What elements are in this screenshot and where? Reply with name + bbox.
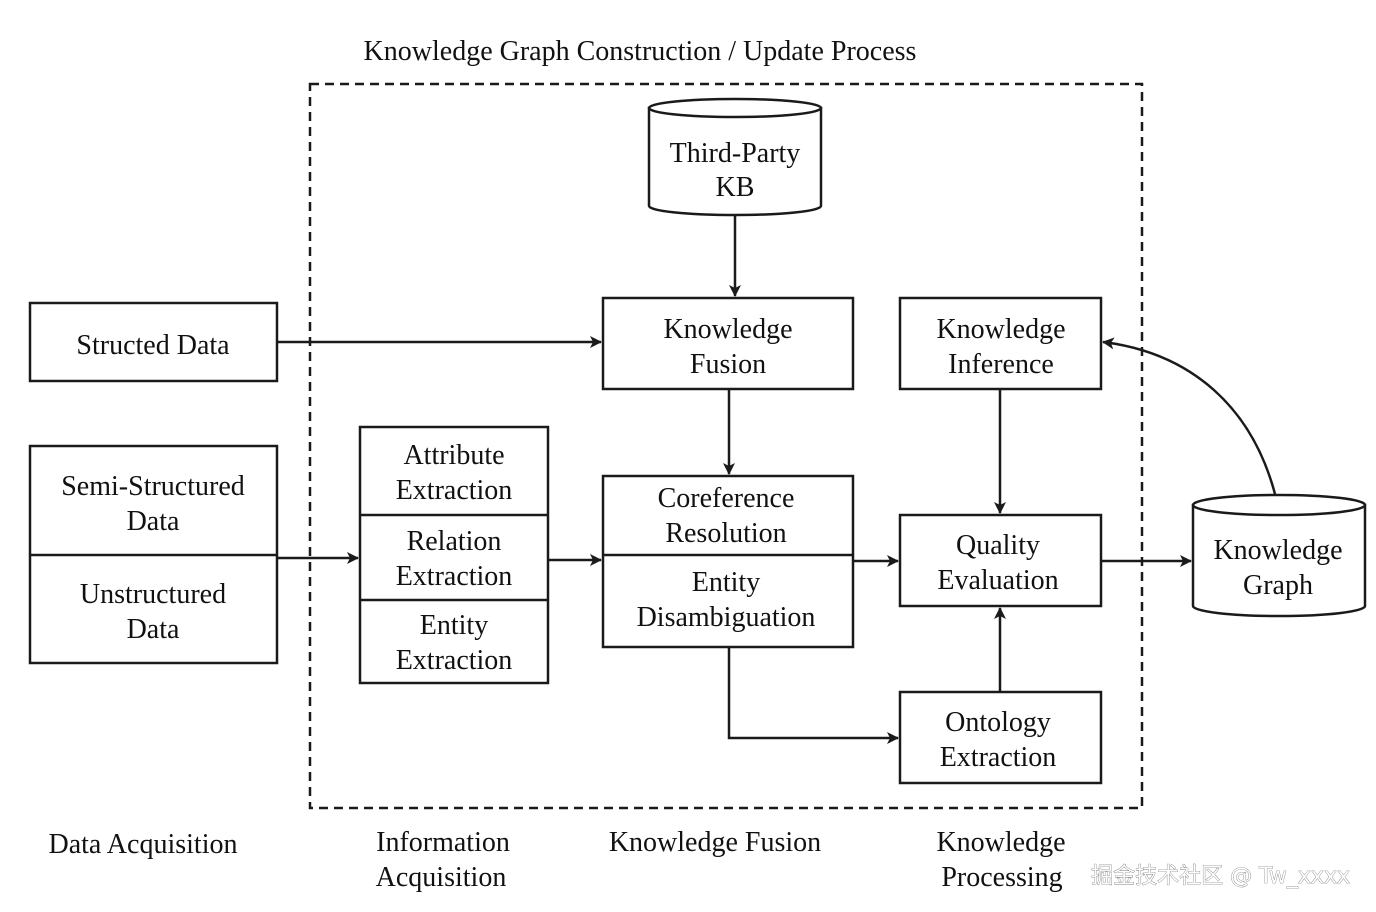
semi-structured-label-line2: Data bbox=[127, 506, 180, 537]
quality-evaluation-label-line1: Quality bbox=[956, 530, 1040, 561]
ontology-extraction-label-line2: Extraction bbox=[940, 742, 1057, 773]
quality-evaluation-label-line2: Evaluation bbox=[937, 565, 1058, 596]
knowledge-fusion-label-line1: Knowledge bbox=[663, 314, 792, 345]
unstructured-label-line2: Data bbox=[127, 614, 180, 645]
entity-extraction-line1: Entity bbox=[420, 610, 488, 641]
semi-unstructured-data-box: Semi-Structured Data Unstructured Data bbox=[28, 444, 279, 665]
semi-structured-label-line1: Semi-Structured bbox=[61, 471, 245, 502]
diagram-title: Knowledge Graph Construction / Update Pr… bbox=[364, 36, 917, 67]
knowledge-fusion-box: Knowledge Fusion bbox=[601, 296, 855, 391]
attribute-extraction-line1: Attribute bbox=[403, 440, 504, 471]
unstructured-label-line1: Unstructured bbox=[80, 579, 226, 610]
entity-disambiguation-label-line1: Entity bbox=[692, 567, 760, 598]
knowledge-graph-label-line2: Graph bbox=[1243, 570, 1313, 601]
knowledge-graph-cylinder: Knowledge Graph bbox=[1191, 493, 1367, 618]
knowledge-inference-box: Knowledge Inference bbox=[898, 296, 1103, 391]
structured-data-label: Structed Data bbox=[76, 330, 230, 361]
relation-extraction-line1: Relation bbox=[407, 526, 502, 557]
watermark-text: 掘金技术社区 @ Tw_xxxx bbox=[1091, 864, 1350, 889]
arrow-disambiguation-to-ontology bbox=[727, 647, 899, 744]
process-boundary bbox=[308, 82, 1144, 810]
knowledge-inference-label-line2: Inference bbox=[948, 349, 1054, 380]
attribute-extraction-line2: Extraction bbox=[396, 475, 513, 506]
stage-knowledge-fusion: Knowledge Fusion bbox=[609, 827, 821, 858]
coreference-label-line1: Coreference bbox=[658, 483, 795, 514]
arrow-graph-to-inference bbox=[1102, 337, 1277, 495]
stage-information-acquisition-line2: Acquisition bbox=[376, 862, 507, 893]
knowledge-inference-label-line1: Knowledge bbox=[936, 314, 1065, 345]
quality-evaluation-box: Quality Evaluation bbox=[898, 513, 1103, 608]
third-party-kb-label-line2: KB bbox=[716, 172, 755, 203]
structured-data-box: Structed Data bbox=[28, 301, 279, 383]
entity-extraction-line2: Extraction bbox=[396, 645, 513, 676]
ontology-extraction-box: Ontology Extraction bbox=[898, 690, 1103, 785]
knowledge-graph-label-line1: Knowledge bbox=[1213, 535, 1342, 566]
stage-information-acquisition-line1: Information bbox=[376, 827, 510, 858]
stage-data-acquisition: Data Acquisition bbox=[49, 829, 238, 860]
stage-knowledge-processing-line1: Knowledge bbox=[936, 827, 1065, 858]
coreference-label-line2: Resolution bbox=[665, 518, 786, 549]
entity-disambiguation-label-line2: Disambiguation bbox=[637, 602, 816, 633]
ontology-extraction-label-line1: Ontology bbox=[945, 707, 1051, 738]
stage-knowledge-processing-line2: Processing bbox=[941, 862, 1062, 893]
information-extraction-stack: Attribute Extraction Relation Extraction… bbox=[358, 425, 550, 685]
third-party-kb-cylinder: Third-Party KB bbox=[647, 97, 823, 217]
relation-extraction-line2: Extraction bbox=[396, 561, 513, 592]
third-party-kb-label-line1: Third-Party bbox=[670, 138, 801, 169]
knowledge-fusion-label-line2: Fusion bbox=[690, 349, 766, 380]
coreference-disambiguation-box: Coreference Resolution Entity Disambigua… bbox=[601, 474, 855, 649]
